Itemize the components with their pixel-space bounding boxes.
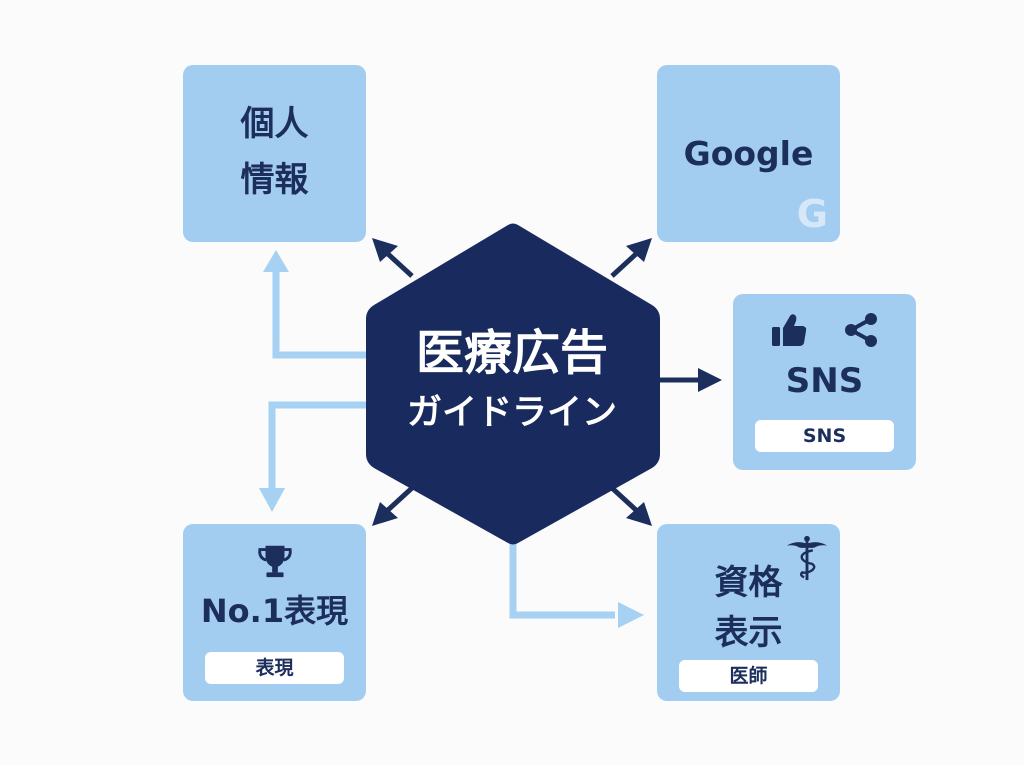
trophy-icon	[258, 545, 292, 578]
share-icon	[845, 313, 877, 347]
hub-title: 医療広告	[415, 325, 608, 381]
arrowhead-personal-info	[372, 238, 398, 262]
arrowhead-to-personal-info	[263, 250, 289, 272]
hub-subtitle: ガイドライン	[406, 393, 617, 433]
node-credentials[interactable]: 資格 表示 医師	[657, 524, 840, 701]
hub-hexagon	[366, 223, 660, 545]
node-personal-info[interactable]: 個人 情報	[183, 65, 366, 242]
arrowhead-to-credentials	[618, 602, 644, 628]
google-logo-icon: G	[796, 192, 828, 236]
node-no1[interactable]: No.1表現 表現	[183, 524, 366, 701]
connector-to-personal-info	[272, 268, 370, 359]
arrow-to-google	[610, 252, 638, 278]
arrowhead-to-no1	[259, 488, 285, 512]
credentials-line2: 表示	[714, 613, 783, 653]
personal-info-line1: 個人	[240, 104, 309, 144]
google-label: Google	[683, 134, 814, 173]
node-google[interactable]: Google G	[657, 65, 840, 242]
credentials-line1: 資格	[714, 563, 783, 603]
sns-label: SNS	[785, 361, 864, 401]
arrowhead-google	[626, 238, 652, 262]
no1-tag: 表現	[205, 652, 344, 684]
personal-info-line2: 情報	[240, 160, 309, 200]
arrowhead-sns	[698, 368, 722, 392]
credentials-tag: 医師	[679, 660, 818, 692]
caduceus-icon	[786, 535, 828, 581]
thumbs-up-icon	[772, 314, 807, 346]
sns-tag: SNS	[755, 420, 894, 452]
arrowhead-credentials	[626, 502, 652, 526]
connector-to-no1	[268, 401, 370, 490]
no1-label: No.1表現	[200, 592, 349, 630]
arrowhead-no1	[372, 502, 398, 526]
arrow-to-personal-info	[386, 252, 414, 278]
connector-to-credentials	[509, 540, 615, 619]
node-sns[interactable]: SNS SNS	[733, 294, 916, 470]
arrow-to-credentials	[610, 486, 638, 512]
arrow-to-no1	[386, 486, 414, 512]
